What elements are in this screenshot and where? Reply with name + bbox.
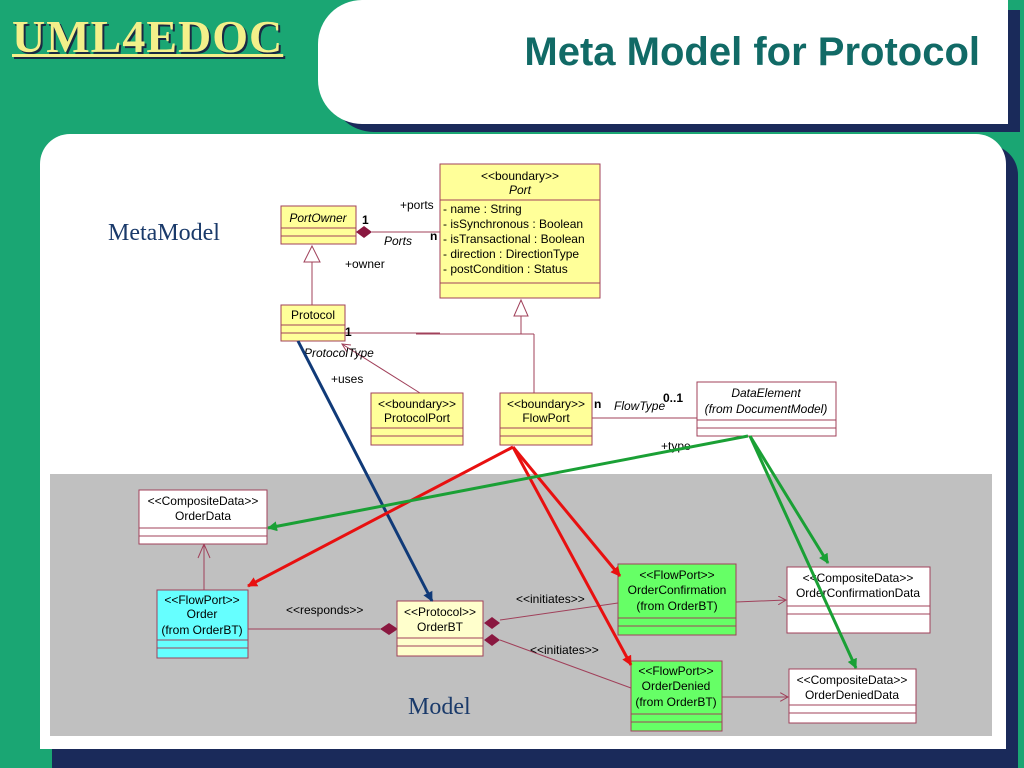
class-order: <<FlowPort>> Order (from OrderBT)	[156, 589, 249, 659]
slide-title: Meta Model for Protocol	[524, 30, 980, 74]
orderdata-name: OrderData	[175, 509, 231, 523]
port-attr: - name : String	[443, 202, 522, 216]
responds-diamond	[380, 623, 398, 635]
class-protocol: Protocol	[280, 304, 346, 342]
class-orderdenied: <<FlowPort>> OrderDenied (from OrderBT)	[630, 660, 723, 732]
order-name: Order	[187, 607, 218, 621]
class-flowport: <<boundary>> FlowPort	[499, 392, 593, 446]
flowtype-mult: 0..1	[663, 391, 683, 405]
protocoltype-label: ProtocolType	[304, 346, 374, 360]
orderbt-name: OrderBT	[417, 620, 464, 634]
class-orderdenieddata: <<CompositeData>> OrderDeniedData	[788, 668, 917, 724]
generalization-triangle-portowner	[303, 244, 321, 263]
dataelement-instance-arrow-denieddata	[748, 435, 858, 669]
metamodel-label: MetaModel	[108, 220, 220, 246]
order-stereotype: <<FlowPort>>	[164, 593, 239, 607]
orderdata-stereotype: <<CompositeData>>	[148, 494, 259, 508]
responds-label: <<responds>>	[286, 603, 363, 617]
class-orderdata: <<CompositeData>> OrderData	[138, 489, 268, 545]
flowport-instance-arrow-confirmation	[511, 446, 622, 577]
initiates-label-2: <<initiates>>	[530, 643, 599, 657]
class-dataelement: DataElement (from DocumentModel)	[696, 381, 837, 437]
port-attr: - isSynchronous : Boolean	[443, 217, 583, 231]
port-attr: - isTransactional : Boolean	[443, 232, 585, 246]
orderconfirmationdata-name: OrderConfirmationData	[796, 586, 920, 600]
order-origin: (from OrderBT)	[161, 623, 242, 637]
orderconfirmationdata-stereotype: <<CompositeData>>	[803, 571, 914, 585]
class-port: <<boundary>> Port - name : String - isSy…	[439, 163, 601, 299]
model-label: Model	[408, 694, 471, 720]
class-orderbt: <<Protocol>> OrderBT	[396, 600, 484, 657]
flowport-instance-arrow-order	[247, 445, 514, 588]
dataelement-origin: (from DocumentModel)	[705, 402, 828, 416]
orderconfirmation-stereotype: <<FlowPort>>	[639, 568, 714, 582]
owner-role-label: +owner	[345, 257, 385, 271]
port-attr: - direction : DirectionType	[443, 247, 579, 261]
initiates-diamond-1	[484, 617, 500, 629]
port-stereotype: <<boundary>>	[481, 169, 559, 183]
initiates-diamond-2	[484, 634, 500, 646]
orderbt-stereotype: <<Protocol>>	[404, 605, 476, 619]
class-protocolport: <<boundary>> ProtocolPort	[370, 392, 464, 446]
protocolport-stereotype: <<boundary>>	[378, 397, 456, 411]
orderconfirmation-origin: (from OrderBT)	[636, 599, 717, 613]
title-box	[318, 0, 1008, 124]
confirmation-data-link	[735, 600, 786, 602]
class-orderconfirmation: <<FlowPort>> OrderConfirmation (from Ord…	[617, 563, 737, 636]
orderdenied-origin: (from OrderBT)	[635, 695, 716, 709]
flowport-stereotype: <<boundary>>	[507, 397, 585, 411]
dataelement-instance-arrow-orderdata	[267, 434, 749, 532]
ports-mult-one: 1	[362, 213, 369, 227]
portowner-name: PortOwner	[289, 211, 347, 225]
orderconfirmation-name: OrderConfirmation	[628, 583, 727, 597]
uses-arrowhead	[341, 343, 352, 353]
port-attr: - postCondition : Status	[443, 262, 568, 276]
flowtype-mult-n: n	[594, 397, 601, 411]
orderdenied-name: OrderDenied	[642, 679, 711, 693]
protocolport-name: ProtocolPort	[384, 411, 451, 425]
ports-assoc-label: Ports	[384, 234, 412, 248]
flowport-instance-arrow-denied	[511, 446, 633, 666]
flowport-name: FlowPort	[522, 411, 570, 425]
orderdenieddata-name: OrderDeniedData	[805, 688, 899, 702]
generalization-triangle-port	[513, 298, 529, 317]
ports-mult-n: n	[430, 229, 437, 243]
orderdenied-stereotype: <<FlowPort>>	[638, 664, 713, 678]
dataelement-name: DataElement	[731, 386, 801, 400]
metamodel-connectors	[203, 231, 697, 689]
logo: UML4EDOC	[12, 11, 284, 62]
initiates-line-2	[499, 639, 632, 689]
ports-composition-diamond	[356, 226, 372, 238]
class-portowner: PortOwner	[280, 205, 357, 245]
initiates-label-1: <<initiates>>	[516, 592, 585, 606]
orderdenieddata-stereotype: <<CompositeData>>	[797, 673, 908, 687]
protocol-mult: 1	[345, 325, 352, 339]
dataelement-instance-arrow-confirmationdata	[748, 435, 830, 564]
port-name: Port	[509, 183, 532, 197]
uses-role-label: +uses	[331, 372, 363, 386]
ports-role-label: +ports	[400, 198, 434, 212]
flowtype-assoc-label: FlowType	[614, 399, 665, 413]
class-orderconfirmationdata: <<CompositeData>> OrderConfirmationData	[786, 566, 931, 634]
protocol-instance-arrow	[296, 340, 434, 602]
protocol-name: Protocol	[291, 308, 335, 322]
uses-association-line	[341, 343, 421, 394]
